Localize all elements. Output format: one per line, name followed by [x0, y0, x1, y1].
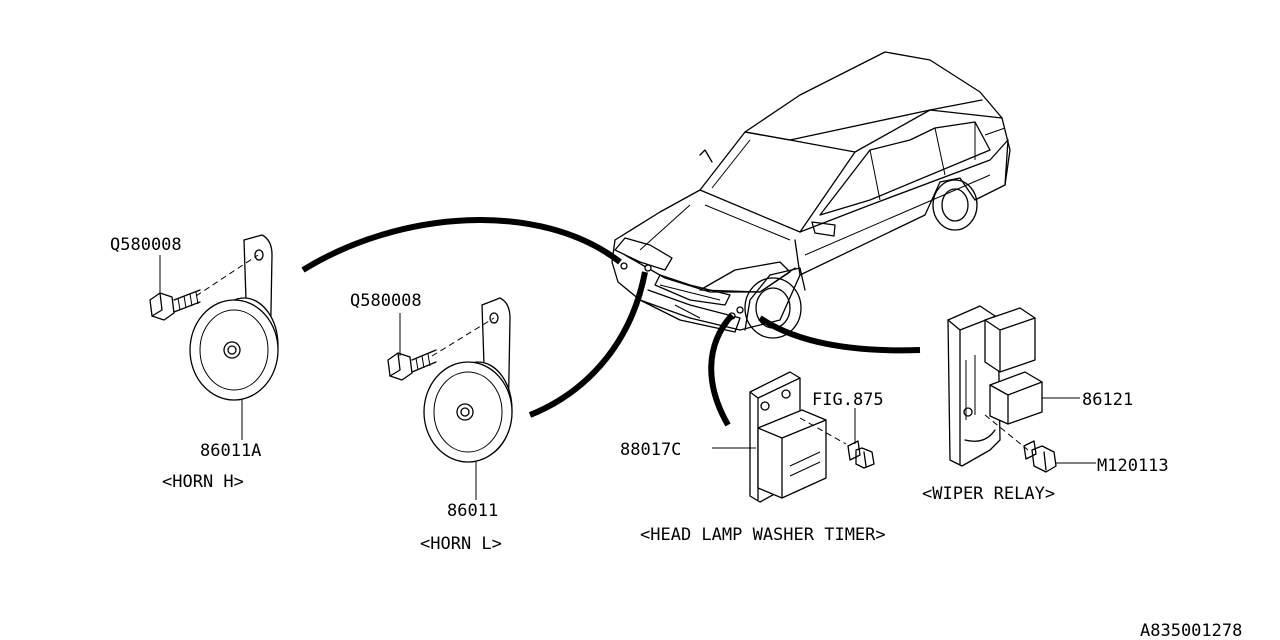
horn-l-bolt-label: Q580008 [350, 291, 422, 311]
timer-part-number: 88017C [620, 440, 681, 460]
horn-h-part-number: 86011A [200, 441, 261, 461]
diagram-code: A835001278 [1140, 621, 1242, 640]
relay-bolt-label: M120113 [1097, 456, 1169, 476]
horn-h-bolt-label: Q580008 [110, 235, 182, 255]
timer-caption: <HEAD LAMP WASHER TIMER> [640, 525, 886, 545]
horn-l-assembly [387, 297, 513, 500]
horn-l-caption: <HORN L> [420, 534, 502, 554]
timer-figure-reference: FIG.875 [812, 390, 884, 410]
head-lamp-washer-timer-assembly [712, 371, 875, 503]
relay-part-number: 86121 [1082, 390, 1133, 410]
horn-l-part-number: 86011 [447, 501, 498, 521]
location-leaders [301, 217, 921, 427]
relay-caption: <WIPER RELAY> [922, 484, 1055, 504]
wiper-relay-assembly [947, 305, 1096, 473]
vehicle-illustration [611, 51, 1011, 339]
horn-h-caption: <HORN H> [162, 472, 244, 492]
horn-h-assembly [149, 234, 279, 440]
